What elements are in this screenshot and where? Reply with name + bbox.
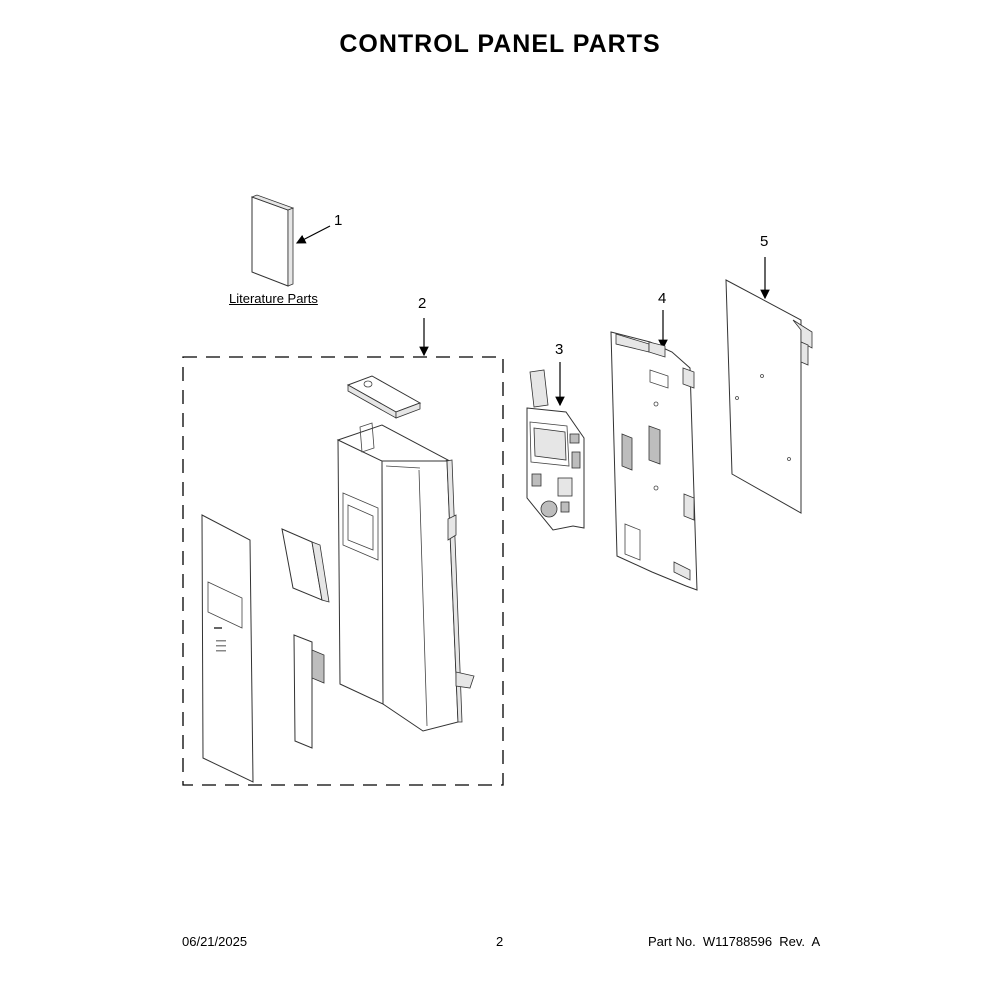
callout-5: 5 [760,233,769,250]
front-overlay-panel [201,514,254,783]
mounting-bracket [610,331,698,591]
footer-part-number: Part No. W11788596 Rev. A [648,934,821,949]
callout-4: 4 [658,290,667,307]
page-title: CONTROL PANEL PARTS [339,30,661,58]
footer-page-number: 2 [496,934,504,949]
assembly-2-dashed-outline [182,356,504,786]
callout-3: 3 [555,341,564,358]
main-housing [336,422,475,732]
small-door [281,528,330,603]
cap-plate [346,375,422,419]
literature-parts-label: Literature Parts [229,291,318,306]
callout-1-leader [295,225,331,244]
narrow-strip [293,634,325,749]
rear-cover-sheet [725,279,813,514]
literature-booklet [250,194,295,287]
callout-2: 2 [418,295,427,312]
footer-date: 06/21/2025 [182,934,248,949]
callout-1: 1 [334,212,343,229]
control-board [526,369,585,531]
